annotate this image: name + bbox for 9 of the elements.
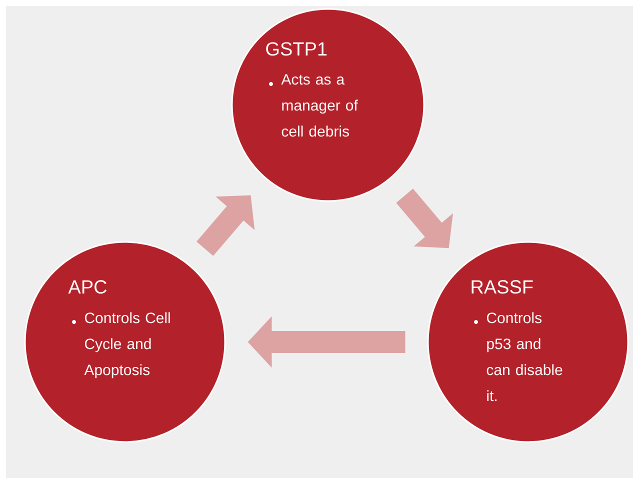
- bullet-text: Controls Cell Cycle and Apoptosis: [84, 312, 170, 378]
- circle-node: [427, 241, 629, 443]
- heading: RASSF: [472, 280, 533, 294]
- heading: APC: [68, 280, 107, 294]
- circle-node: [24, 241, 226, 443]
- bullet-text: Acts as a manager of cell debris: [281, 74, 358, 137]
- heading: GSTP1: [266, 42, 327, 56]
- bullet-text: Controls p53 and can disable it.: [486, 312, 562, 402]
- circle-node: [231, 8, 425, 202]
